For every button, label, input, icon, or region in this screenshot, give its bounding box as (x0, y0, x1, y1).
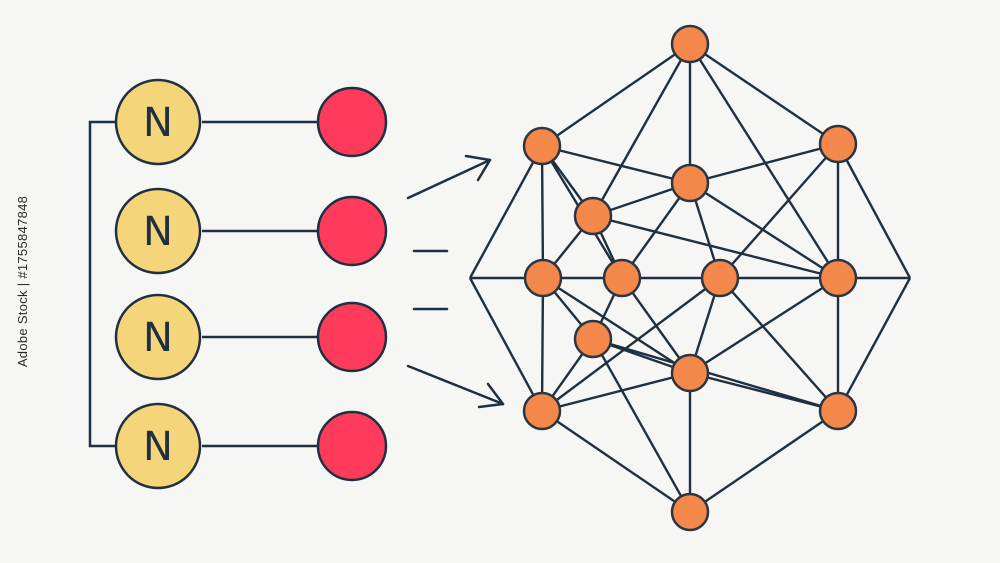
n-node (114, 187, 202, 275)
network-edge (719, 143, 839, 279)
network-nodes (522, 24, 858, 532)
network-edge (542, 276, 691, 375)
arrow-down-right-icon (406, 364, 505, 409)
network-edge (719, 277, 839, 412)
input-row: N (114, 78, 388, 166)
transition-arrows (406, 154, 505, 409)
network-edge (468, 277, 544, 412)
network-edge (591, 338, 692, 513)
network-node (522, 126, 562, 166)
network-node (670, 24, 710, 64)
n-node (114, 402, 202, 490)
network-edge (592, 214, 839, 280)
network-node (573, 319, 613, 359)
red-node (316, 301, 388, 373)
network-node (602, 258, 642, 298)
input-row: N (114, 187, 388, 275)
network-edge (836, 143, 912, 279)
network-node (700, 258, 740, 298)
network-edge (541, 371, 691, 413)
n-node (114, 78, 202, 166)
arrow-up-right-icon (406, 154, 492, 200)
network-node (670, 492, 710, 532)
network-edge (689, 142, 839, 185)
network-edge (592, 337, 839, 413)
network-edge (689, 276, 839, 375)
network-edge (541, 410, 691, 513)
network-edge (689, 410, 839, 513)
input-row: N (114, 293, 388, 381)
network-edge (540, 145, 545, 279)
red-node (316, 86, 388, 158)
n-node (114, 293, 202, 381)
network-node (522, 391, 562, 431)
n-node-label: N (143, 209, 173, 255)
network-node (818, 391, 858, 431)
network-node (670, 353, 710, 393)
network-edge (836, 277, 912, 412)
network-edge (541, 277, 721, 412)
network-edge (591, 43, 692, 217)
network-edge (541, 43, 691, 147)
network-node (818, 258, 858, 298)
n-node-label: N (143, 315, 173, 361)
network-node (670, 163, 710, 203)
network-edge (540, 277, 545, 412)
red-node (316, 410, 388, 482)
network-node (573, 196, 613, 236)
n-node-label: N (143, 100, 173, 146)
n-node-label: N (143, 424, 173, 470)
network-node (818, 124, 858, 164)
network-edge (689, 181, 839, 280)
network-node (523, 258, 563, 298)
red-node (316, 195, 388, 267)
input-group: N N N N (88, 78, 388, 490)
network-edge (688, 43, 840, 279)
input-row: N (114, 402, 388, 490)
network-edge (541, 144, 691, 185)
group-bracket (88, 120, 116, 448)
network-edge (689, 43, 839, 145)
network-edge (468, 145, 544, 279)
network-edge (621, 182, 691, 279)
